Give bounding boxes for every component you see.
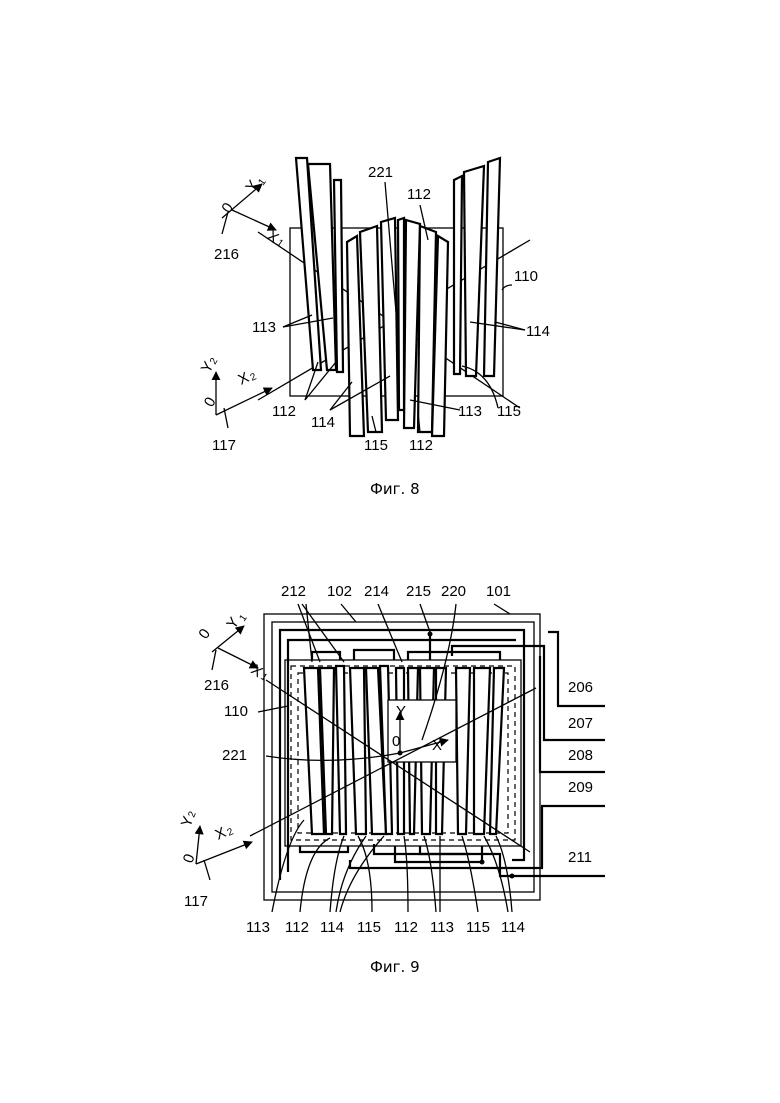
label-212: 212 [281,583,306,600]
label-208: 208 [568,747,593,764]
elements-center-group [347,218,448,436]
element-114 [474,668,490,834]
label-220: 220 [441,583,466,600]
leader-216 [212,650,216,670]
label-113-a: 113 [246,919,270,936]
label-112-bottom: 112 [409,437,433,454]
figure-8-caption: Фиг. 8 [370,480,420,498]
leader-110 [258,706,288,712]
label-114-b: 114 [501,919,525,936]
label-112: 112 [407,186,431,203]
element-114 [490,668,504,834]
center-y-label: Y [396,703,406,720]
x1-axis-arrow [218,648,258,668]
label-221: 221 [222,747,247,764]
node-215 [428,632,433,637]
y1-axis-arrow [212,626,244,652]
label-115-b: 115 [466,919,490,936]
wire-top-bridge-2 [408,652,500,660]
leader-117 [204,860,210,880]
elements-left-group [296,158,343,372]
label-110: 110 [224,703,248,720]
label-113-bottom-right: 113 [458,403,482,420]
element-115 [350,668,366,834]
axis-origin-top: 0 [218,200,237,217]
x1-axis-arrow [232,210,276,230]
leader-214 [378,604,402,662]
label-113-b: 113 [430,919,454,936]
figure-9-caption: Фиг. 9 [370,958,420,976]
label-115-bottom-right: 115 [497,403,521,420]
axis-x2-label: X [236,369,252,389]
element-114 [484,158,500,376]
center-origin-label: 0 [392,733,400,750]
label-117: 117 [212,437,236,454]
label-114-a: 114 [320,919,344,936]
label-112-b: 112 [394,919,418,936]
label-209: 209 [568,779,593,796]
leader-102 [341,604,356,622]
element-114 [464,166,484,376]
element-114 [381,218,398,420]
leader-215 [420,604,430,632]
label-214: 214 [364,583,389,600]
label-110: 110 [514,268,538,285]
axis-origin-bottom: 0 [180,852,199,866]
figure-9: 212 102 214 215 220 101 216 110 221 117 … [178,583,605,976]
label-102: 102 [327,583,352,600]
label-221: 221 [368,164,393,181]
label-112-bottom-left: 112 [272,403,296,420]
axis-x2-label: X [213,824,229,844]
leader-212b [302,604,344,662]
node-211 [510,874,515,879]
leader-113a [283,315,312,327]
leader-101 [494,604,510,614]
element-115 [454,176,462,374]
label-117: 117 [184,893,208,910]
label-115-bottom: 115 [364,437,388,454]
leader-117 [224,408,228,428]
label-215: 215 [406,583,431,600]
center-x-label: X [432,737,442,754]
label-211: 211 [568,849,592,866]
leader-112bl-a [305,362,318,400]
label-216: 216 [214,246,239,263]
label-216: 216 [204,677,229,694]
leader-112a [300,838,330,912]
axis-origin-bottom: 0 [201,394,220,410]
label-207: 207 [568,715,593,732]
label-114: 114 [526,323,550,340]
label-112-a: 112 [285,919,309,936]
label-115-a: 115 [357,919,381,936]
label-113: 113 [252,319,276,336]
element-112 [398,218,404,410]
label-101: 101 [486,583,511,600]
elements-right-group [454,158,500,376]
wire-top-bridge-1 [354,650,394,660]
figure-8: 221 112 110 113 114 216 117 112 114 115 … [198,158,550,498]
axis-origin-top: 0 [195,626,214,643]
label-114-bottom: 114 [311,414,335,431]
element-114 [336,666,346,834]
label-206: 206 [568,679,593,696]
